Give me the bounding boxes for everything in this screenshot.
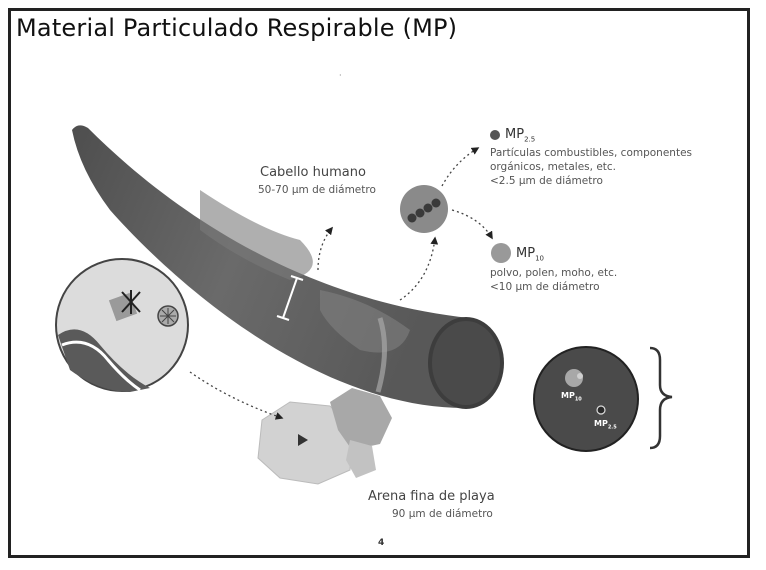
inset-mp25-sub: 2.5 xyxy=(607,424,617,431)
hair-size: 50-70 µm de diámetro xyxy=(258,184,376,196)
grain-magnifier xyxy=(55,258,189,392)
mp10-dot xyxy=(491,243,511,263)
page-number: 4 xyxy=(378,538,385,548)
mp25-line-2: orgánicos, metales, etc. xyxy=(490,161,617,173)
mp25-line-3: <2.5 µm de diámetro xyxy=(490,175,603,187)
mp25-line-1: Partículas combustibles, componentes xyxy=(490,147,693,159)
inset-mp10-name: MP xyxy=(561,391,575,400)
mp10-name: MP xyxy=(516,246,536,261)
inset-mp10-label: MP10 xyxy=(561,391,582,403)
mp25-description: Partículas combustibles, componentes org… xyxy=(490,146,692,188)
inset-circle xyxy=(533,346,639,452)
mp25-label: MP2.5 xyxy=(505,127,535,144)
mp10-label: MP10 xyxy=(516,246,544,263)
connector-arrows xyxy=(189,147,493,420)
mp10-sub: 10 xyxy=(535,254,544,263)
mp25-sub: 2.5 xyxy=(524,135,536,144)
sand-grains xyxy=(257,388,392,485)
slide-frame xyxy=(8,8,750,558)
inset-mp10-sub: 10 xyxy=(574,396,582,403)
mp10-line-1: polvo, polen, moho, etc. xyxy=(490,267,618,279)
mp10-line-2: <10 µm de diámetro xyxy=(490,281,600,293)
mp25-dot xyxy=(490,130,500,140)
particle-cluster xyxy=(400,185,448,233)
inset-mp25-label: MP2.5 xyxy=(594,419,617,431)
slide-title: Material Particulado Respirable (MP) xyxy=(16,14,458,42)
hair-label: Cabello humano xyxy=(260,165,366,180)
mp25-name: MP xyxy=(505,127,525,142)
hair-strand xyxy=(72,125,504,409)
sand-size: 90 µm de diámetro xyxy=(392,508,493,520)
mp10-description: polvo, polen, moho, etc. <10 µm de diáme… xyxy=(490,266,617,294)
sand-label: Arena fina de playa xyxy=(368,489,495,504)
stray-mark: · xyxy=(339,71,342,80)
inset-mp25-name: MP xyxy=(594,419,608,428)
brace xyxy=(649,346,673,450)
